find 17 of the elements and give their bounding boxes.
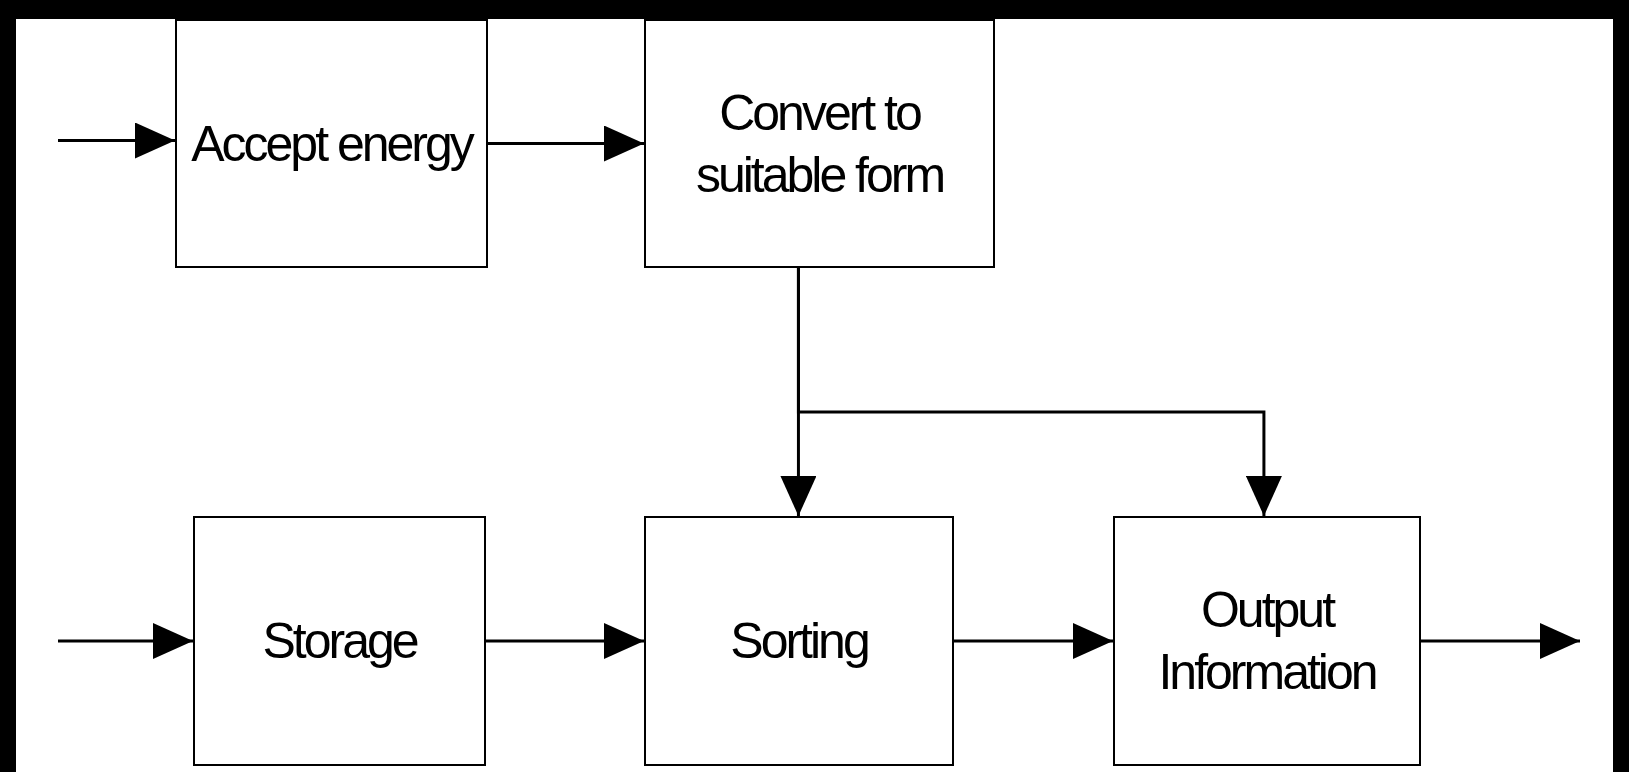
process-box: [1113, 516, 1421, 766]
arrow: [58, 623, 193, 659]
arrow: [58, 122, 175, 159]
process-box: [193, 516, 486, 766]
arrow: [1421, 623, 1580, 659]
arrow: [488, 125, 644, 162]
arrow: [954, 623, 1113, 659]
process-box: [175, 19, 488, 268]
process-box: [644, 516, 954, 766]
arrow: [486, 623, 644, 659]
box-label: Output Information: [1157, 581, 1377, 702]
process-box: [644, 19, 995, 268]
arrow: [796, 268, 1282, 516]
box-label: Accept energy: [190, 114, 474, 174]
box-label: Sorting: [729, 612, 869, 671]
box-label: Storage: [261, 612, 419, 671]
box-label: Convert to suitable form: [694, 83, 945, 205]
